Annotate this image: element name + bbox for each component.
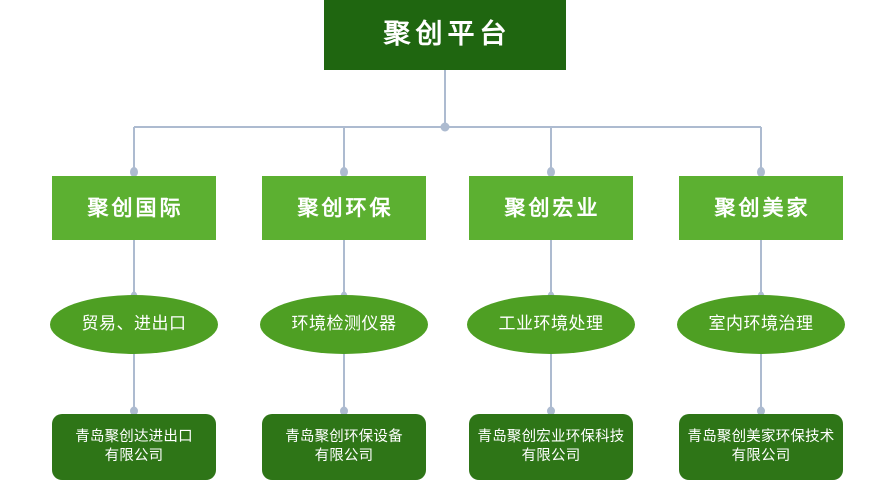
company-name-text: 青岛聚创达进出口 有限公司 (75, 429, 193, 464)
company-node-meijia-technology[interactable]: 青岛聚创美家环保技术 有限公司 (679, 414, 843, 480)
business-node-industrial-treatment[interactable]: 工业环境处理 (467, 295, 635, 354)
company-name-text: 青岛聚创环保设备 有限公司 (285, 429, 403, 464)
company-name-text: 青岛聚创宏业环保科技 有限公司 (477, 429, 625, 464)
company-node-hongye-technology[interactable]: 青岛聚创宏业环保科技 有限公司 (469, 414, 633, 480)
business-node-monitoring-instruments[interactable]: 环境检测仪器 (260, 295, 428, 354)
business-node-trade-import-export[interactable]: 贸易、进出口 (50, 295, 218, 354)
company-node-import-export[interactable]: 青岛聚创达进出口 有限公司 (52, 414, 216, 480)
company-name-text: 青岛聚创美家环保技术 有限公司 (687, 429, 835, 464)
division-node-environmental[interactable]: 聚创环保 (262, 176, 426, 240)
division-node-hongye[interactable]: 聚创宏业 (469, 176, 633, 240)
root-node-platform[interactable]: 聚创平台 (324, 0, 566, 70)
division-node-meijia[interactable]: 聚创美家 (679, 176, 843, 240)
business-node-indoor-treatment[interactable]: 室内环境治理 (677, 295, 845, 354)
division-node-international[interactable]: 聚创国际 (52, 176, 216, 240)
company-node-environmental-equipment[interactable]: 青岛聚创环保设备 有限公司 (262, 414, 426, 480)
